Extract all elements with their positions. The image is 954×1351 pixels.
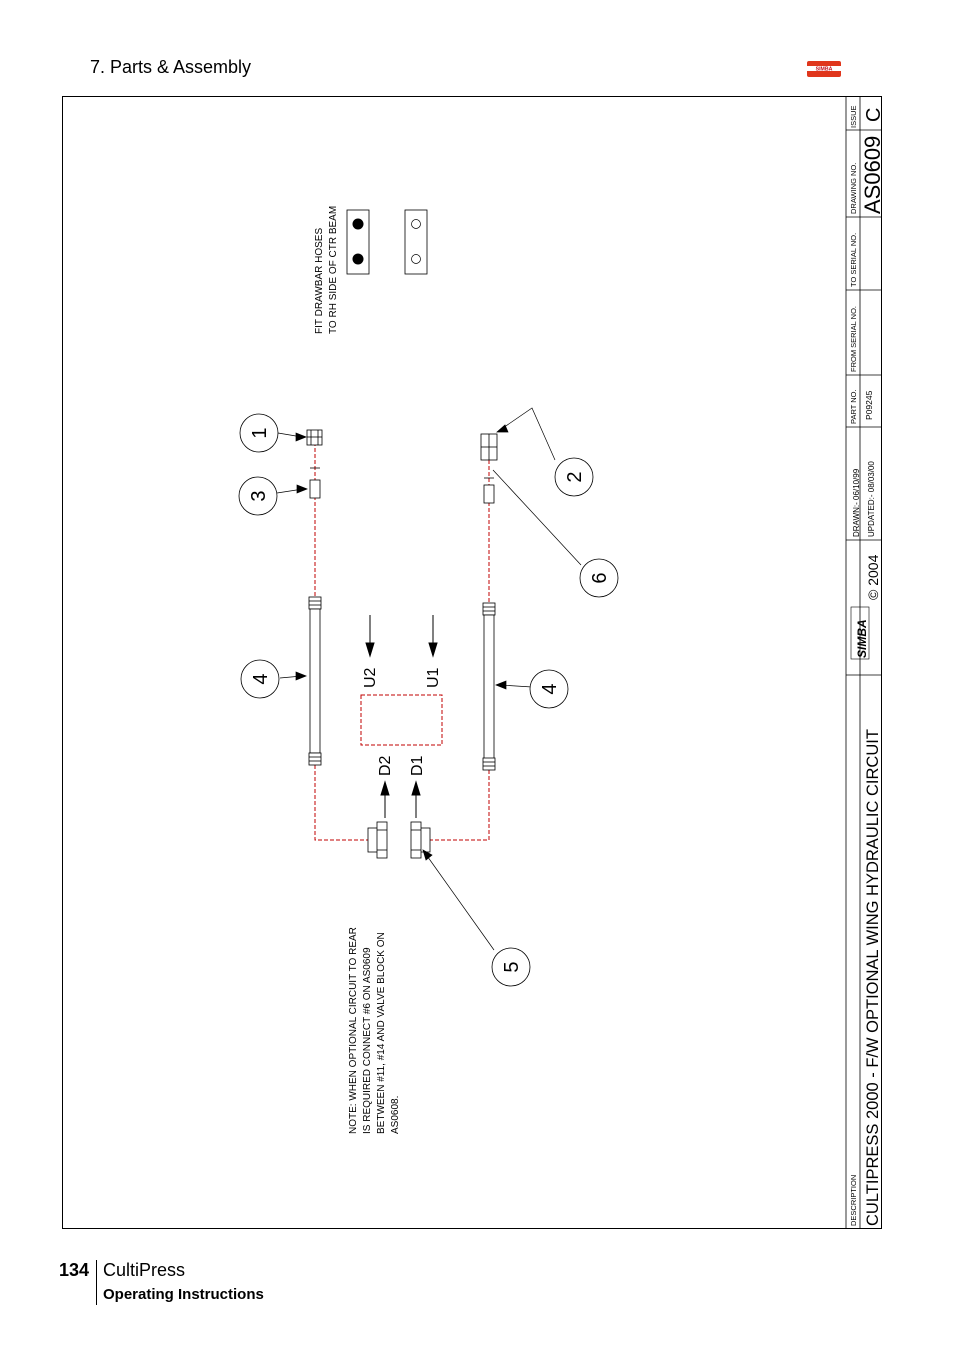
drawing-description: CULTIPRESS 2000 - F/W OPTIONAL WING HYDR… xyxy=(864,729,882,1226)
balloon-4-left xyxy=(240,659,280,699)
drawn-date: DRAWN:- 06/10/99 xyxy=(852,468,861,537)
page-number: 134 xyxy=(59,1260,90,1280)
footer-subtitle: Operating Instructions xyxy=(103,1286,264,1303)
description-label: DESCRIPTION xyxy=(849,1175,858,1226)
optional-note-line-1: NOTE: WHEN OPTIONAL CIRCUIT TO REAR xyxy=(348,927,359,1134)
from-serial-label: FROM SERIAL NO. xyxy=(849,306,858,372)
optional-note-line-3: BETWEEN #11, #14 AND VALVE BLOCK ON xyxy=(376,932,387,1134)
optional-note-line-2: IS REQUIRED CONNECT #6 ON AS0609 xyxy=(362,947,373,1134)
section-title: 7. Parts & Assembly xyxy=(90,57,252,77)
balloon-4-right-number: 4 xyxy=(539,683,561,694)
simba-logo: SIMBA xyxy=(807,61,841,77)
hose-assembly-left xyxy=(306,429,323,766)
port-label-d2: D2 xyxy=(377,755,394,776)
logo-text: SIMBA xyxy=(816,67,833,73)
balloon-2 xyxy=(554,457,594,497)
footer-divider xyxy=(96,1260,97,1305)
hose-lines xyxy=(314,430,490,841)
part-balloons xyxy=(238,413,619,987)
drawing-no-label: DRAWING NO. xyxy=(849,163,858,214)
port-label-u1: U1 xyxy=(425,667,442,688)
fit-note-line-2: TO RH SIDE OF CTR BEAM xyxy=(328,206,339,334)
port-label-d1: D1 xyxy=(409,755,426,776)
copyright: © 2004 xyxy=(865,554,881,600)
port-arrows xyxy=(365,615,438,818)
fit-note-line-1: FIT DRAWBAR HOSES xyxy=(314,228,325,334)
balloon-4-left-number: 4 xyxy=(250,673,272,684)
balloon-4-right xyxy=(529,669,569,709)
title-logo-text: SIMBA xyxy=(855,619,869,658)
drawing-frame xyxy=(62,96,882,1229)
port-label-u2: U2 xyxy=(362,667,379,688)
to-serial-label: TO SERIAL NO. xyxy=(849,233,858,287)
drawing-number: AS0609 xyxy=(860,136,885,214)
drawbar-plates xyxy=(346,209,428,275)
balloon-2-number: 2 xyxy=(564,471,586,482)
part-no-label: PART NO. xyxy=(849,389,858,424)
optional-note-line-4: AS0608. xyxy=(390,1096,401,1134)
tee-fittings xyxy=(367,821,431,859)
part-no: P09245 xyxy=(864,390,874,420)
balloon-6 xyxy=(579,558,619,598)
leader-lines xyxy=(276,407,582,951)
balloon-1 xyxy=(239,413,279,453)
hose-assembly-right xyxy=(480,433,498,771)
balloon-1-number: 1 xyxy=(249,427,271,438)
title-block-logo: SIMBA xyxy=(850,606,870,660)
balloon-5-number: 5 xyxy=(501,961,523,972)
balloon-3 xyxy=(238,476,278,516)
footer-product: CultiPress xyxy=(103,1260,186,1280)
issue-letter: C xyxy=(863,108,885,122)
balloon-6-number: 6 xyxy=(589,572,611,583)
updated-date: UPDATED:- 08/03/00 xyxy=(867,461,876,537)
issue-label: ISSUE xyxy=(849,105,858,128)
balloon-3-number: 3 xyxy=(248,490,270,501)
title-block xyxy=(845,96,882,1229)
balloon-5 xyxy=(491,947,531,987)
